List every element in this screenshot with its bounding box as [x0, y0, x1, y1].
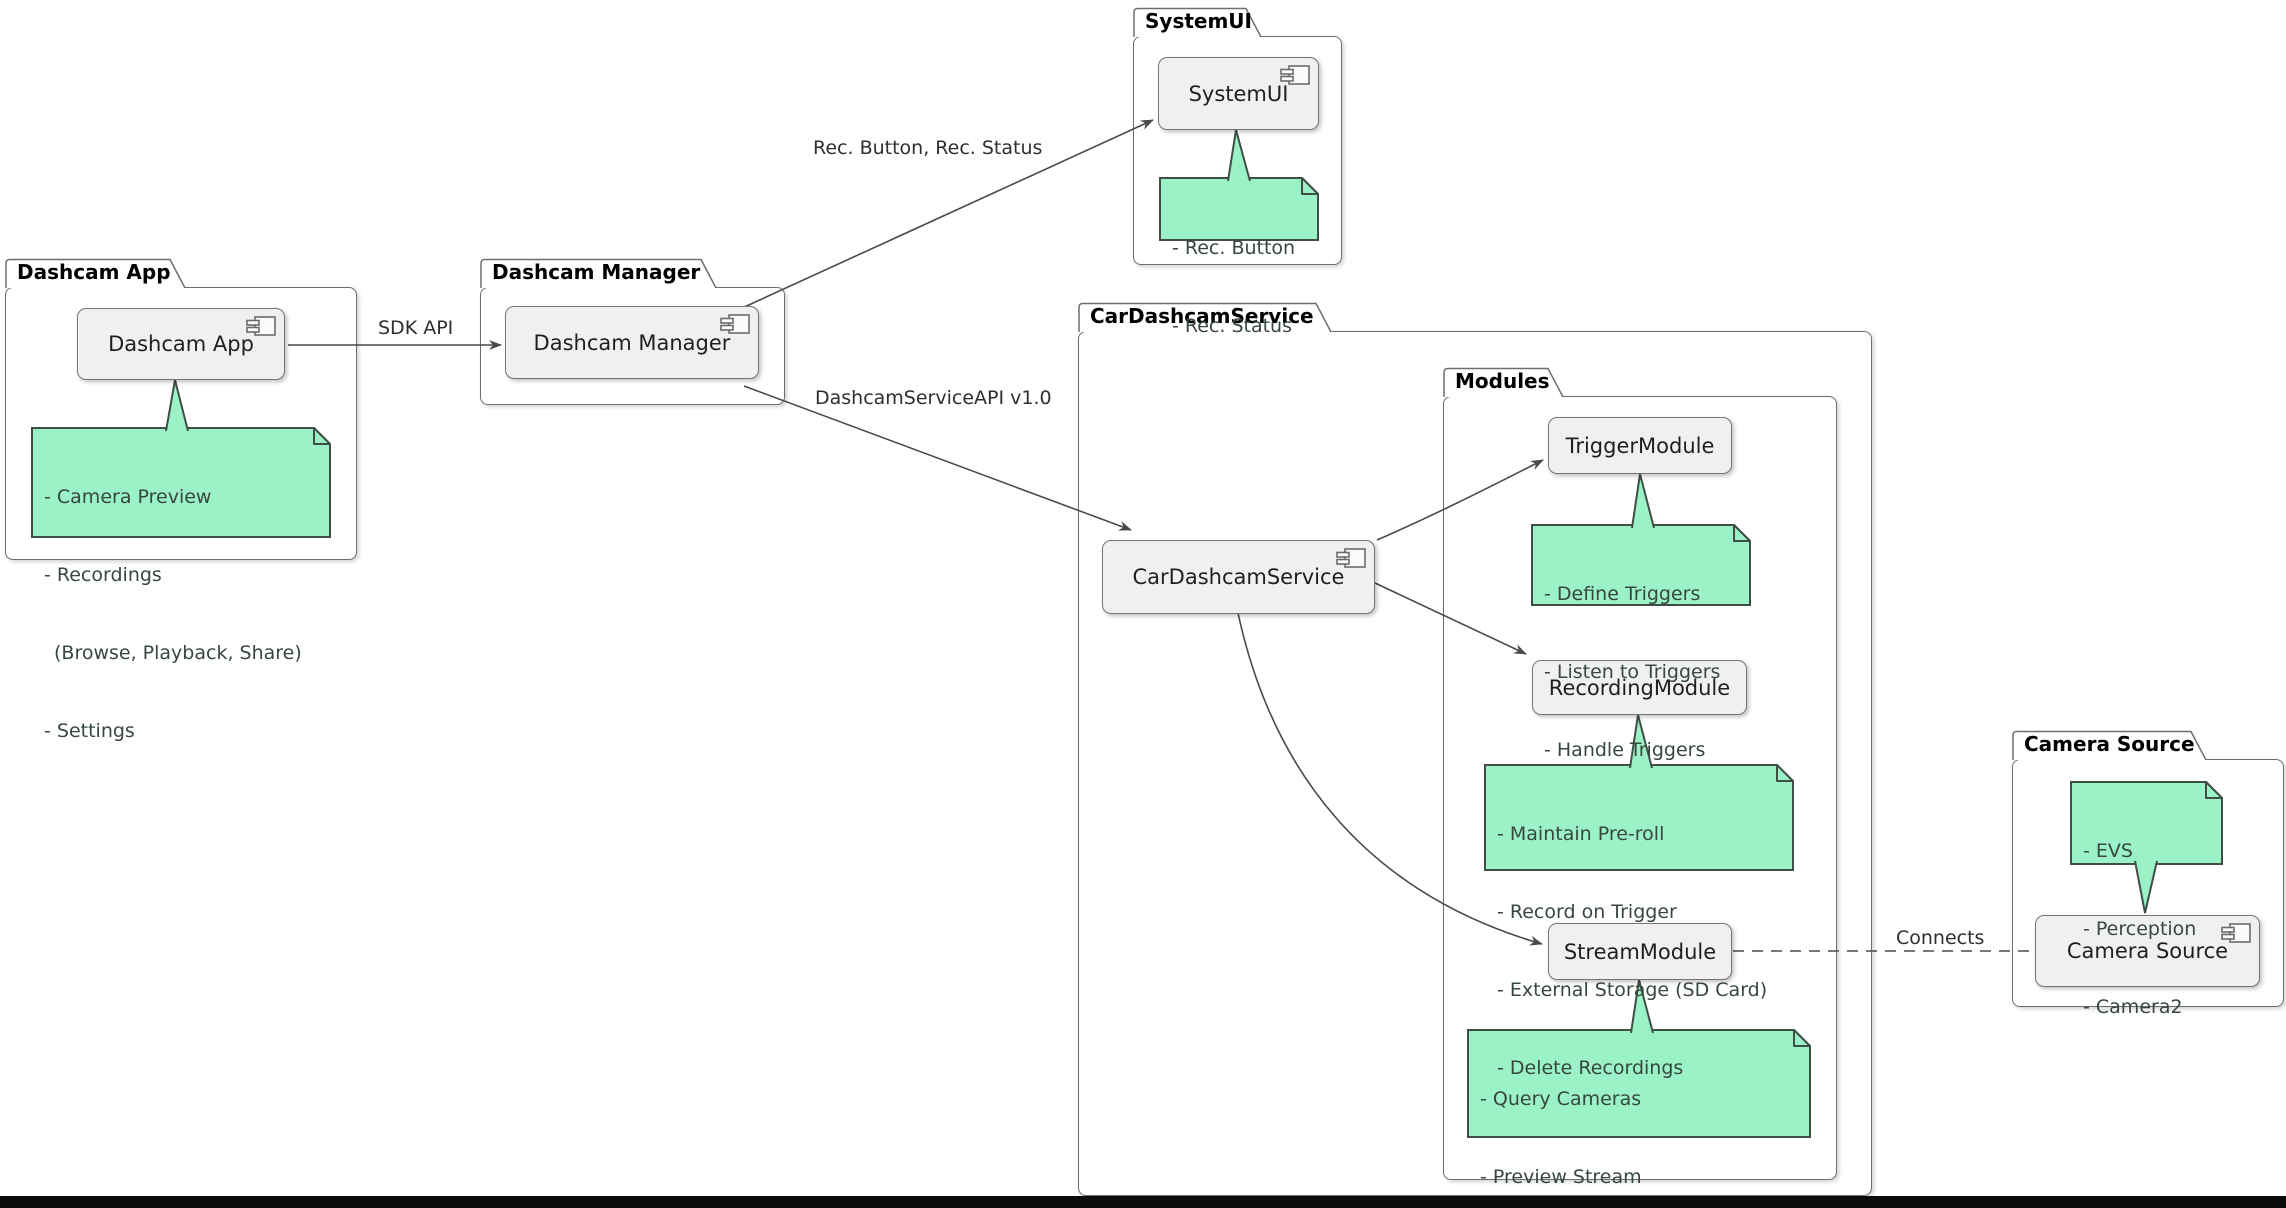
note-fold-icon [1733, 524, 1751, 542]
note-line: - Define Triggers [1544, 583, 1701, 605]
note-dashcam-app: - Camera Preview - Recordings (Browse, P… [44, 432, 302, 796]
folder-tab-shape [5, 258, 186, 289]
note-line: - Recordings [44, 564, 162, 586]
component-systemui: SystemUI [1158, 57, 1319, 130]
component-trigger-module: TriggerModule [1548, 417, 1732, 474]
package-title: Modules [1455, 369, 1550, 393]
note-fold-icon [313, 427, 331, 445]
edge-service-to-stream-module [1237, 612, 1543, 946]
package-car-dashcam-service-tab: CarDashcamService [1078, 302, 1333, 333]
note-fold-icon [1301, 177, 1319, 195]
note-line: - Camera2 [2083, 996, 2183, 1018]
note-line: - EVS [2083, 840, 2133, 862]
note-systemui: - Rec. Button - Rec. Status [1172, 183, 1295, 391]
note-tail [1227, 129, 1251, 182]
component-recording-module: RecordingModule [1532, 660, 1747, 715]
component-label: RecordingModule [1548, 675, 1731, 700]
edge-manager-to-systemui [739, 119, 1154, 310]
note-fold-icon [1776, 764, 1794, 782]
note-trigger-module: - Define Triggers - Listen to Triggers -… [1544, 529, 1720, 815]
package-systemui-tab: SystemUI [1133, 7, 1263, 38]
component-label: SystemUI [1188, 81, 1289, 106]
package-title: Dashcam App [17, 260, 171, 284]
component-icon [2221, 923, 2251, 943]
note-shape-trigger-module [1531, 524, 1751, 606]
note-line: - Rec. Status [1172, 315, 1293, 337]
component-car-dashcam-service: CarDashcamService [1102, 540, 1375, 614]
note-line: (Browse, Playback, Share) [54, 642, 302, 664]
component-label: Dashcam App [108, 332, 254, 356]
note-line: - External Storage (SD Card) [1497, 979, 1768, 1001]
note-recording-module: - Maintain Pre-roll - Record on Trigger … [1497, 769, 1767, 1133]
component-icon [720, 314, 750, 334]
package-title: CarDashcamService [1090, 304, 1314, 328]
note-camera-source: - EVS - Perception - Camera2 [2083, 786, 2196, 1072]
folder-tab-shape [1078, 302, 1332, 333]
note-line: - Handle Triggers [1544, 739, 1706, 761]
edge-manager-to-service [743, 385, 1132, 531]
bottom-black-bar [0, 1196, 2286, 1208]
package-dashcam-app-tab: Dashcam App [5, 258, 187, 289]
note-shape-stream-module [1467, 1029, 1811, 1138]
folder-tab-shape [480, 258, 717, 289]
package-camera-source-tab: Camera Source [2012, 730, 2208, 761]
note-tail [165, 379, 189, 432]
note-line: - Record on Trigger [1497, 901, 1677, 923]
component-label: TriggerModule [1565, 433, 1715, 458]
package-title: SystemUI [1145, 9, 1252, 33]
note-shape-systemui [1159, 177, 1319, 241]
component-icon [1280, 65, 1310, 85]
note-shape-camera-source [2070, 781, 2223, 865]
package-title: Camera Source [2024, 732, 2195, 756]
component-stream-module: StreamModule [1548, 923, 1732, 980]
note-line: - Preview Stream [1480, 1166, 1642, 1188]
folder-tab-shape [2012, 730, 2207, 761]
edge-label-rec-button-status: Rec. Button, Rec. Status [813, 137, 1043, 159]
note-line: - Perception [2083, 918, 2197, 940]
note-tail [1629, 714, 1653, 769]
edge-service-to-trigger-module [1376, 459, 1544, 541]
note-line: - Settings [44, 720, 135, 742]
note-line: - Delete Recordings [1497, 1057, 1684, 1079]
edge-label-dashcam-service-api: DashcamServiceAPI v1.0 [815, 387, 1052, 409]
folder-tab-shape [1133, 7, 1262, 38]
package-title: Dashcam Manager [492, 260, 701, 284]
component-label: Camera Source [2066, 939, 2229, 963]
note-tail [1630, 979, 1654, 1034]
folder-tab-shape [1443, 367, 1564, 398]
component-icon [246, 316, 276, 336]
package-modules-tab: Modules [1443, 367, 1565, 398]
component-dashcam-manager: Dashcam Manager [505, 306, 759, 379]
component-camera-source: Camera Source [2035, 915, 2260, 987]
component-icon [1336, 548, 1366, 568]
note-tail [1631, 473, 1655, 529]
note-stream-module: - Query Cameras - Preview Stream - Snaps… [1480, 1034, 1784, 1208]
component-label: CarDashcamService [1132, 565, 1345, 589]
note-line: - Rec. Button [1172, 237, 1296, 259]
component-dashcam-app: Dashcam App [77, 308, 285, 380]
edge-service-to-recording-module [1374, 582, 1527, 655]
note-fold-icon [1793, 1029, 1811, 1047]
note-line: - Camera Preview [44, 486, 212, 508]
edge-label-sdk-api: SDK API [378, 317, 454, 339]
note-shape-recording-module [1484, 764, 1794, 871]
note-shape-dashcam-app [31, 427, 331, 538]
edge-label-connects: Connects [1896, 927, 1985, 949]
note-tail [2134, 860, 2158, 914]
component-label: Dashcam Manager [533, 330, 731, 355]
note-line: - Query Cameras [1480, 1088, 1642, 1110]
component-label: StreamModule [1563, 939, 1717, 964]
package-dashcam-manager-tab: Dashcam Manager [480, 258, 718, 289]
note-line: - Listen to Triggers [1544, 661, 1721, 683]
note-line: - Maintain Pre-roll [1497, 823, 1665, 845]
note-fold-icon [2205, 781, 2223, 799]
